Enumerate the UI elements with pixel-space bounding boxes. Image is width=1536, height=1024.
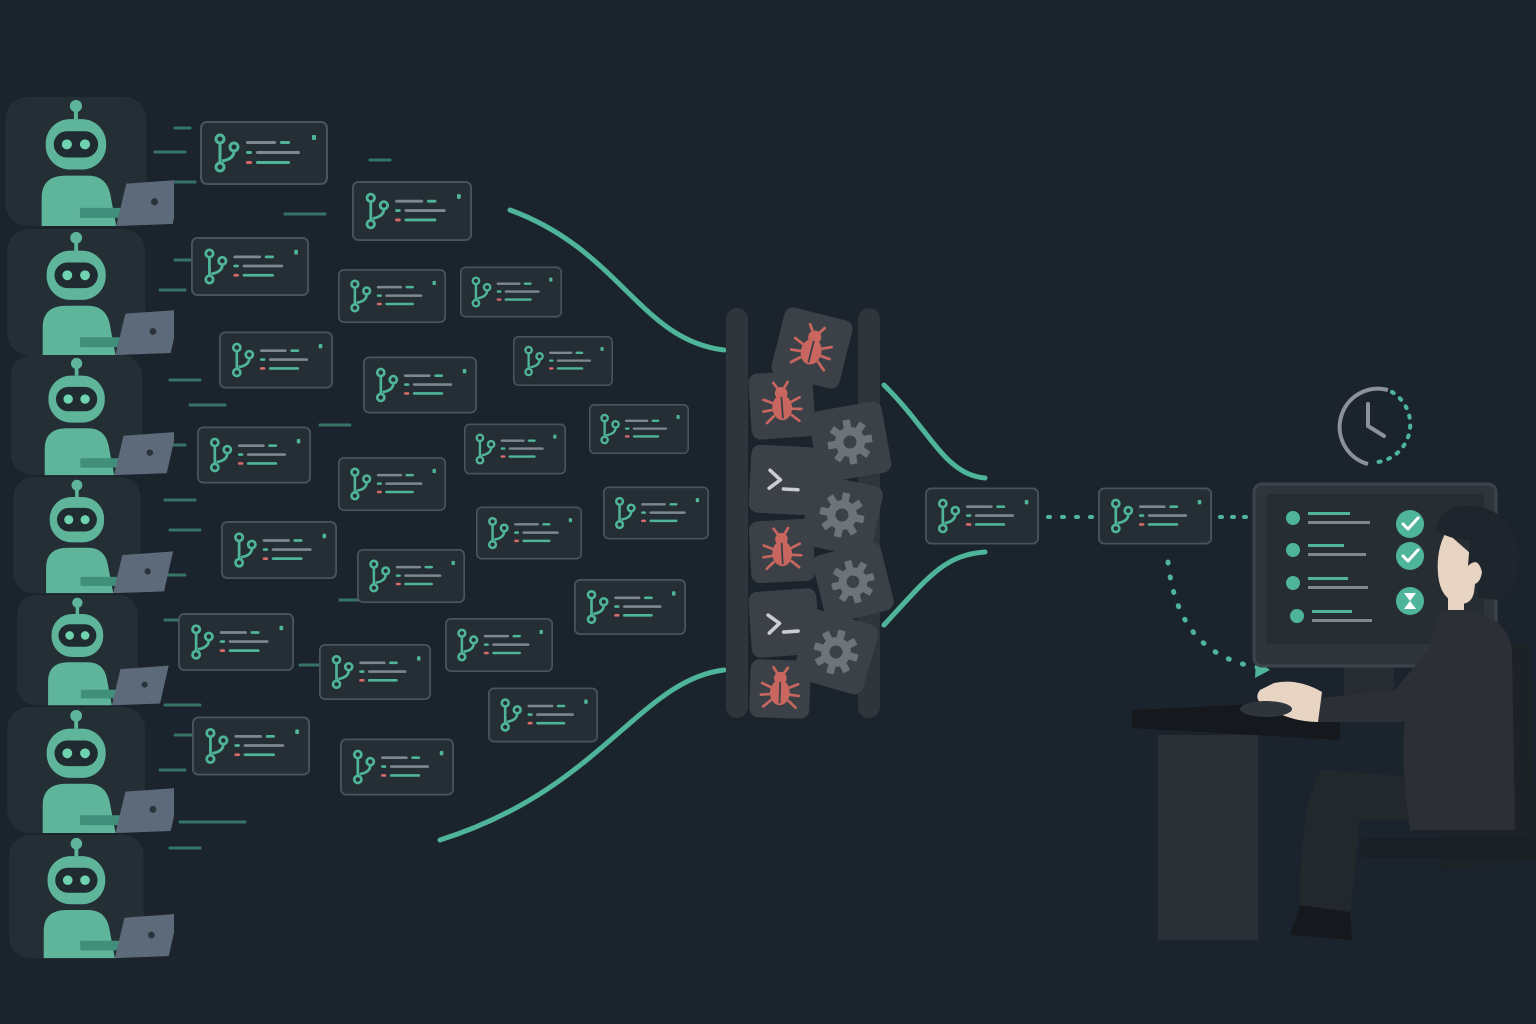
- ear: [1468, 562, 1482, 585]
- pr-card: [476, 506, 582, 560]
- pr-card: [925, 486, 1039, 546]
- monitor-screen: [1266, 494, 1484, 644]
- pr-card: [191, 237, 309, 296]
- pr-card: [352, 181, 472, 241]
- pr-card: [340, 738, 454, 796]
- chair-seat: [1360, 838, 1536, 858]
- pr-card: [200, 121, 328, 185]
- pr-card: [221, 521, 337, 579]
- filter-tile: [800, 474, 883, 558]
- filter-tile: [771, 307, 853, 389]
- hair: [1436, 505, 1519, 600]
- pr-card: [464, 423, 566, 475]
- pr-card: [603, 486, 709, 540]
- pr-card: [219, 331, 333, 389]
- clock-icon: [1337, 386, 1413, 466]
- hand: [1257, 681, 1322, 722]
- filter-tile: [748, 444, 820, 516]
- pr-card: [319, 644, 431, 700]
- pr-card: [338, 268, 446, 324]
- filter-tile: [749, 659, 811, 719]
- left-rail: [726, 308, 748, 718]
- pr-card: [197, 426, 311, 484]
- filter-tile: [793, 609, 879, 695]
- check-icon: [1396, 542, 1424, 570]
- pr-card: [338, 456, 446, 512]
- pr-card: [460, 266, 562, 318]
- review-checklist: [1286, 510, 1424, 623]
- filter-tile: [808, 401, 892, 483]
- pr-card: [574, 579, 686, 635]
- pr-card: [1098, 486, 1212, 546]
- hourglass-icon: [1396, 587, 1424, 615]
- check-icon: [1396, 510, 1424, 538]
- flow-arc: [1165, 559, 1265, 671]
- funnel-lines: [437, 207, 988, 843]
- pr-card: [488, 687, 598, 743]
- face: [1437, 532, 1478, 604]
- pr-card: [178, 613, 294, 671]
- shoe: [1290, 905, 1352, 940]
- reviewer-workstation: [1132, 482, 1536, 940]
- pr-card: [445, 617, 553, 673]
- filter-tile: [748, 518, 816, 584]
- ci-filter-gate: [726, 307, 894, 719]
- human-reviewer: [1240, 505, 1519, 940]
- pr-card: [363, 356, 477, 414]
- desk-cabinet: [1158, 735, 1258, 940]
- pr-card: [513, 335, 613, 387]
- filter-tile: [748, 370, 816, 440]
- filter-tile: [748, 588, 820, 658]
- filter-tile: [812, 542, 894, 624]
- pr-card: [589, 403, 689, 455]
- pr-card: [192, 716, 310, 776]
- arm: [1315, 630, 1460, 722]
- pr-card: [357, 548, 465, 604]
- mouse: [1240, 701, 1292, 717]
